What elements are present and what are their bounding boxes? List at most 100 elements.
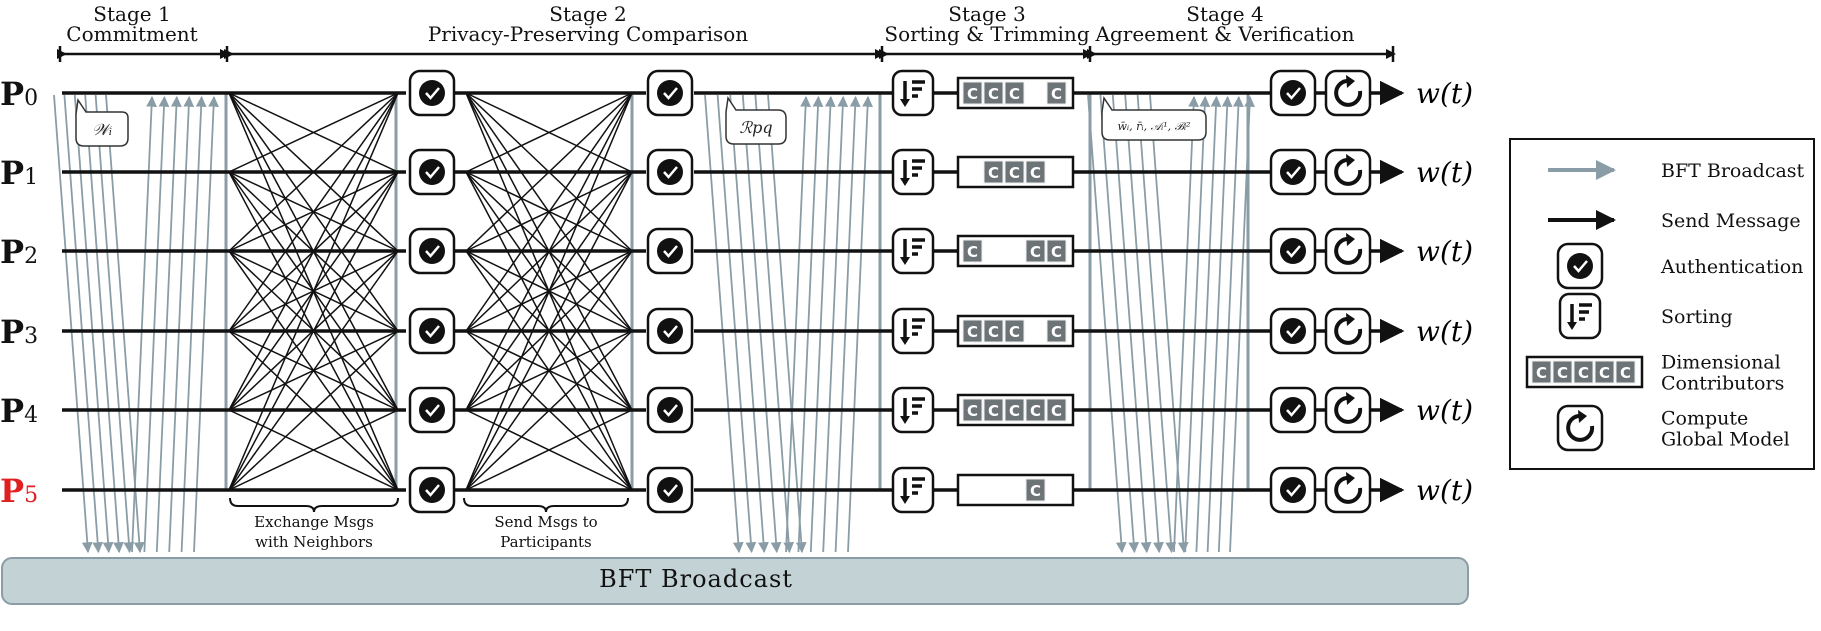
- bft-broadcast-bar: BFT Broadcast: [1, 557, 1469, 605]
- contributor-cell: [1046, 398, 1067, 422]
- contributor-letter: C: [1051, 402, 1062, 420]
- broadcast-arrow: [1184, 95, 1211, 553]
- global-model-output: w(t): [1416, 394, 1473, 427]
- contributor-letter: C: [967, 243, 978, 261]
- authentication-icon: [1269, 69, 1317, 117]
- stage-1-title: Stage 1: [93, 2, 170, 26]
- contributor-cell: [1531, 360, 1552, 384]
- sorting-icon: [891, 148, 935, 196]
- authentication-icon: [408, 386, 456, 434]
- send-label-line1: Send Msgs to: [494, 513, 597, 531]
- stage-brackets: [57, 46, 1396, 62]
- global-model-output: w(t): [1416, 315, 1473, 348]
- broadcast-arrow: [143, 95, 170, 553]
- stage-4-title: Stage 4: [1186, 2, 1263, 26]
- contributor-letter: C: [988, 164, 999, 182]
- commitment-bubble-text: 𝒲ᵢ: [92, 120, 113, 139]
- contributor-cell: [1615, 360, 1636, 384]
- broadcast-arrow: [785, 95, 811, 553]
- legend-label: Sorting: [1661, 306, 1733, 328]
- broadcast-arrow: [1206, 95, 1233, 553]
- neighbor-message: [228, 92, 399, 332]
- contributor-letter: C: [1051, 243, 1062, 261]
- contributor-cell: [1004, 81, 1025, 105]
- participant-label: P0: [0, 75, 38, 113]
- agreement-bubble: w̄ᵢ, r̄ᵢ, 𝒜ᵢ¹, ℬᵢ²: [1101, 95, 1207, 141]
- legend-label: BFT Broadcast: [1661, 160, 1805, 182]
- refresh-icon: [1324, 307, 1372, 355]
- broadcast-arrow: [180, 95, 207, 553]
- send-annotation: Send Msgs to Participants: [463, 497, 629, 551]
- authentication-icon: [1269, 148, 1317, 196]
- contributor-cell: [983, 398, 1004, 422]
- authentication-icon: [408, 69, 456, 117]
- sorting-icon: [1558, 292, 1602, 340]
- legend-label: Contributors: [1661, 373, 1784, 395]
- sorting-icon: [891, 307, 935, 355]
- neighbor-message: [465, 92, 633, 332]
- broadcast-arrow: [53, 94, 93, 554]
- refresh-icon: [1324, 148, 1372, 196]
- global-model-output: w(t): [1416, 156, 1473, 189]
- legend-label: Global Model: [1661, 429, 1790, 451]
- legend-label: Dimensional: [1661, 352, 1781, 374]
- refresh-icon: [1324, 69, 1372, 117]
- contributor-letter: C: [967, 323, 978, 341]
- broadcast-arrow: [84, 94, 124, 554]
- authentication-icon: [1556, 242, 1604, 290]
- contributor-cell: [1573, 360, 1594, 384]
- legend-item: Send Message: [1548, 210, 1801, 232]
- refresh-icon: [1556, 404, 1604, 452]
- exchange-annotation: Exchange Msgs with Neighbors: [229, 497, 399, 551]
- authentication-icon: [1269, 227, 1317, 275]
- authentication-icon: [646, 227, 694, 275]
- stage-separators: [224, 92, 1250, 490]
- contributor-letter: C: [1030, 402, 1041, 420]
- participant-label: P3: [0, 313, 38, 351]
- contributor-cell: [1004, 160, 1025, 184]
- authentication-icon: [1269, 386, 1317, 434]
- stage-3-title: Stage 3: [948, 2, 1025, 26]
- refresh-icon: [1324, 386, 1372, 434]
- neighbor-message: [228, 250, 399, 491]
- neighbor-message: [465, 250, 633, 491]
- stage-header-3: Stage 3 Sorting & Trimming: [884, 2, 1089, 46]
- broadcast-arrow: [1217, 95, 1244, 553]
- contributor-letter: C: [1030, 482, 1041, 500]
- contributor-cell: [962, 239, 983, 263]
- sorting-icon: [891, 386, 935, 434]
- global-model-output: w(t): [1416, 474, 1473, 507]
- broadcast-arrow: [834, 95, 861, 553]
- refresh-icon: [1324, 466, 1372, 514]
- authentication-icon: [646, 148, 694, 196]
- commitment-bubble: 𝒲ᵢ: [75, 97, 129, 147]
- global-model-output: w(t): [1416, 77, 1473, 110]
- stage-3-subtitle: Sorting & Trimming: [884, 22, 1089, 46]
- broadcast-arrow: [1173, 95, 1199, 553]
- neighbor-message: [228, 409, 399, 491]
- authentication-icon: [408, 148, 456, 196]
- authentication-icon: [646, 466, 694, 514]
- contributor-letter: C: [1557, 364, 1568, 382]
- broadcast-arrow: [73, 94, 114, 554]
- contributor-letter: C: [1009, 164, 1020, 182]
- neighbor-message: [228, 92, 399, 173]
- contributor-cell: [1046, 239, 1067, 263]
- refresh-icon: [1324, 227, 1372, 275]
- contributor-cell: [983, 81, 1004, 105]
- contributor-letter: C: [1578, 364, 1589, 382]
- contributor-letter: C: [1030, 243, 1041, 261]
- broadcast-arrow: [847, 95, 873, 553]
- authentication-icon: [408, 227, 456, 275]
- contributor-cell: [1025, 239, 1046, 263]
- contributor-cell: [983, 160, 1004, 184]
